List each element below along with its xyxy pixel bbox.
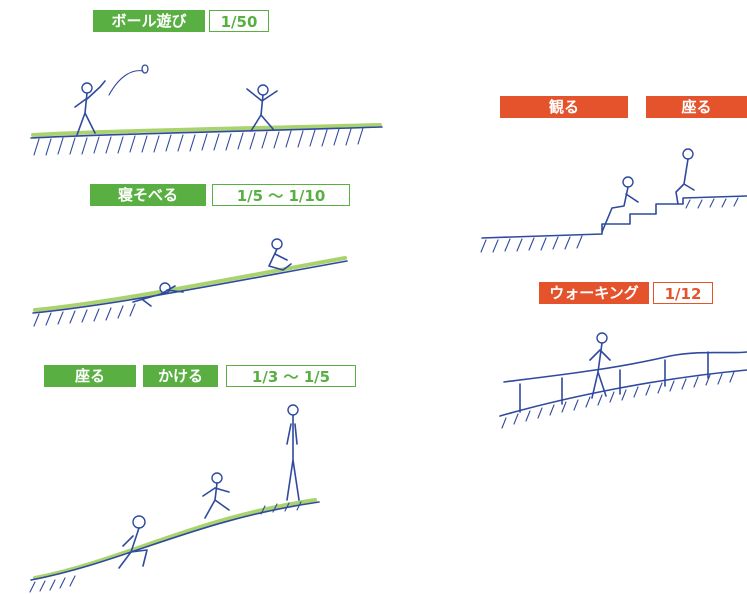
activity-label-lying: 寝そべる	[90, 184, 206, 206]
lying-person-figure	[132, 282, 184, 307]
ball-trajectory	[108, 70, 144, 96]
sitting-person-figure	[675, 148, 695, 205]
activity-label-walking: ウォーキング	[539, 282, 649, 304]
slope-ratio-walking: 1/12	[653, 282, 713, 304]
watching-person-figure	[601, 176, 639, 233]
slope-ratio-ball-play: 1/50	[209, 10, 269, 32]
standing-person-figure	[286, 404, 300, 501]
walking-person-figure	[589, 332, 611, 399]
activity-label-sit-right: 座る	[646, 96, 747, 118]
sitting-person-figure	[118, 515, 148, 569]
lying-sketch	[32, 238, 348, 327]
slope-ratio-lying: 1/5 ～ 1/10	[212, 184, 350, 206]
activity-label-run: かける	[143, 365, 218, 387]
throwing-person-figure	[74, 80, 106, 136]
railing	[503, 351, 747, 383]
sitting-person-figure	[268, 238, 292, 271]
watch-sit-sketch	[480, 148, 747, 253]
activity-label-ball-play: ボール遊び	[93, 10, 205, 32]
ball-play-sketch	[30, 64, 383, 156]
running-person-figure	[202, 472, 230, 519]
catching-person-figure	[246, 84, 278, 132]
slope-ratio-sit-run: 1/3 ～ 1/5	[226, 365, 356, 387]
sit-run-sketch	[29, 404, 320, 593]
activity-label-watch: 観る	[500, 96, 628, 118]
activity-label-sit: 座る	[44, 365, 136, 387]
ball-icon	[141, 64, 149, 74]
walking-sketch	[499, 332, 747, 429]
